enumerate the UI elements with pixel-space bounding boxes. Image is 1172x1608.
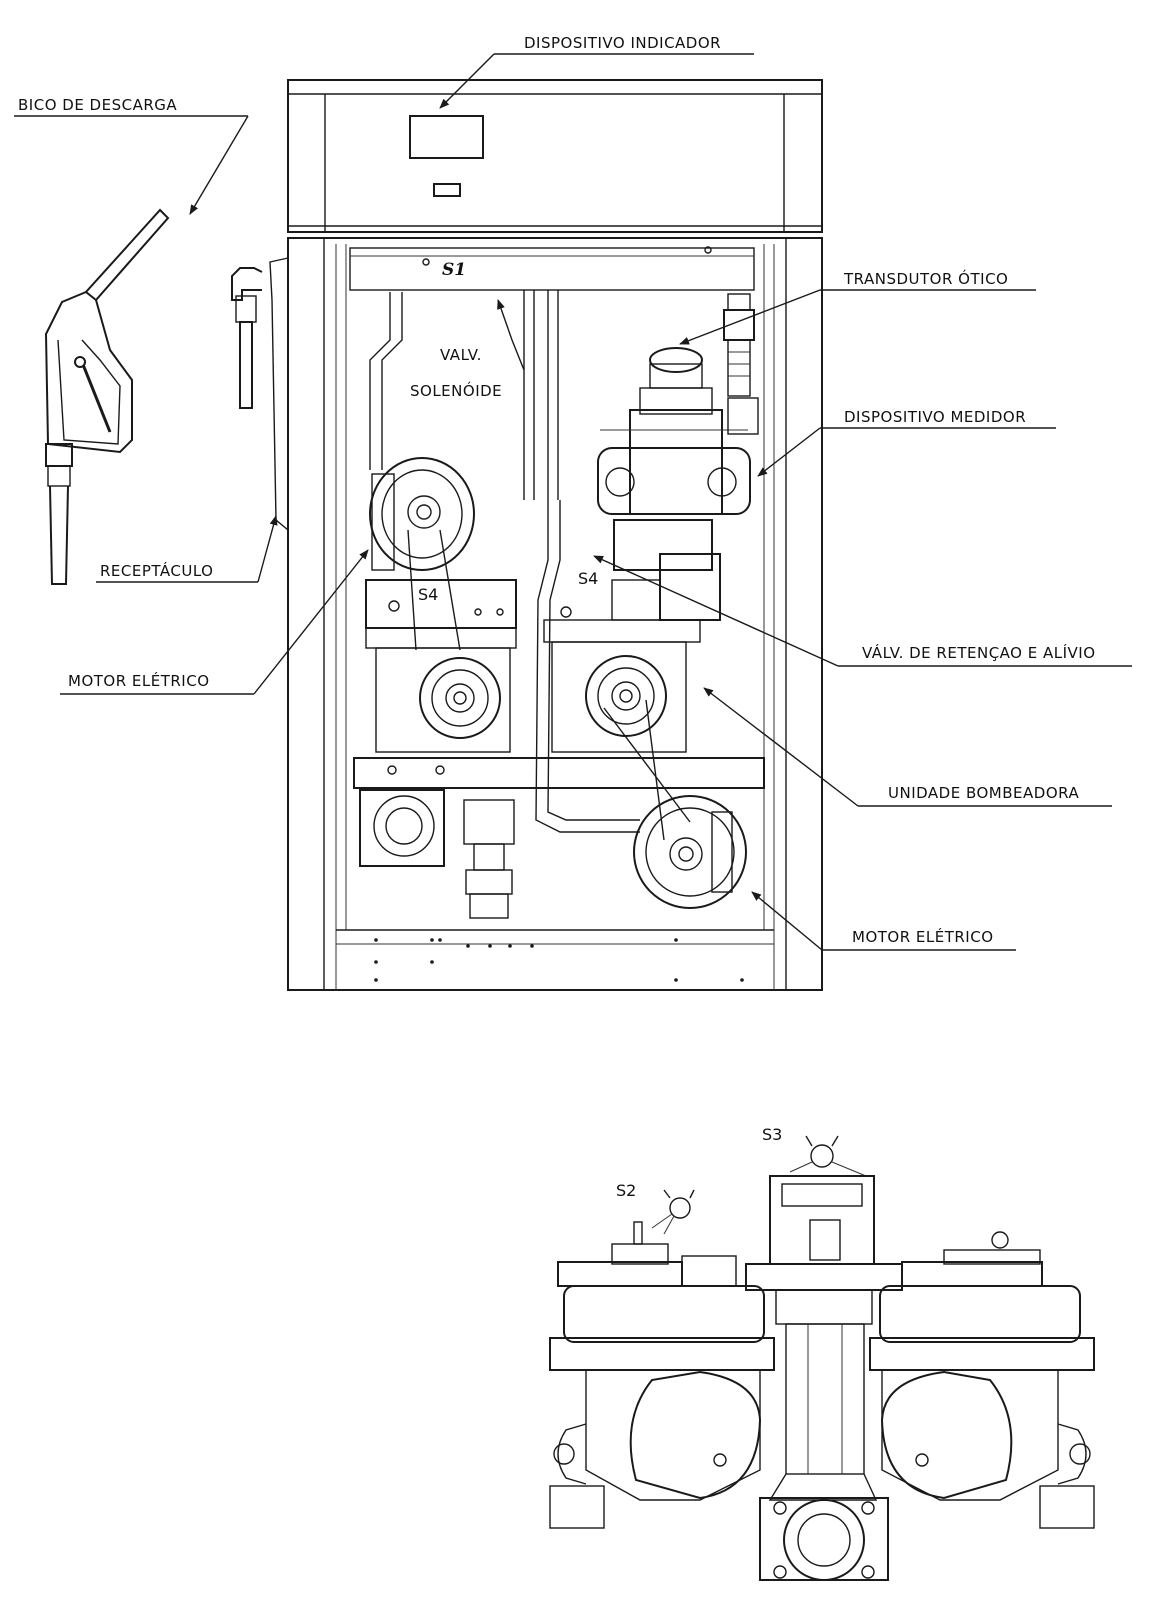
display-head-cabinet: [287, 79, 823, 233]
label-valv-retencao-alivio: VÁLV. DE RETENÇAO E ALÍVIO: [862, 643, 1096, 662]
dispenser-front-view: S1 S4 S4: [44, 79, 823, 991]
s3-sensor-icon: [789, 1135, 867, 1177]
electric-motor-lower-right: [603, 699, 747, 909]
label-dispositivo-medidor: DISPOSITIVO MEDIDOR: [844, 408, 1026, 426]
label-unidade-bombeadora: UNIDADE BOMBEADORA: [888, 784, 1079, 802]
label-valv: VALV.: [440, 346, 482, 364]
label-motor-eletrico-right: MOTOR ELÉTRICO: [852, 927, 994, 946]
electric-motor-upper-left: [369, 457, 475, 651]
nozzle-receptacle: [231, 257, 289, 531]
inlet-connector: [463, 799, 515, 919]
filter-housing: [359, 789, 445, 867]
discharge-nozzle: [44, 208, 170, 585]
display-window: [409, 115, 484, 159]
label-s3: S3: [762, 1125, 782, 1144]
label-solenoide: SOLENÓIDE: [410, 381, 502, 400]
outlet-flange: [759, 1497, 889, 1581]
s2-sensor-icon: [651, 1189, 695, 1235]
pumping-unit-left: [365, 579, 517, 753]
label-s4-right: S4: [578, 569, 598, 588]
base-rivets: [374, 938, 744, 982]
meter-device: [597, 347, 751, 621]
label-motor-eletrico-left: MOTOR ELÉTRICO: [68, 671, 210, 690]
label-transdutor-otico: TRANSDUTOR ÓTICO: [843, 269, 1008, 288]
label-s1: S1: [442, 260, 466, 280]
pump-assembly-view: S3 S2: [549, 1125, 1095, 1581]
label-dispositivo-indicador: DISPOSITIVO INDICADOR: [524, 34, 721, 52]
dispenser-body-frame: [287, 237, 823, 991]
display-small-indicator: [433, 183, 461, 197]
label-s4-left: S4: [418, 585, 438, 604]
label-s2: S2: [616, 1181, 636, 1200]
pumping-unit-right: [543, 606, 701, 753]
optical-transducer: [723, 293, 759, 435]
label-bico-de-descarga: BICO DE DESCARGA: [18, 96, 177, 114]
label-receptaculo: RECEPTÁCULO: [100, 561, 213, 580]
callouts: DISPOSITIVO INDICADOR BICO DE DESCARGA T…: [14, 34, 1132, 951]
